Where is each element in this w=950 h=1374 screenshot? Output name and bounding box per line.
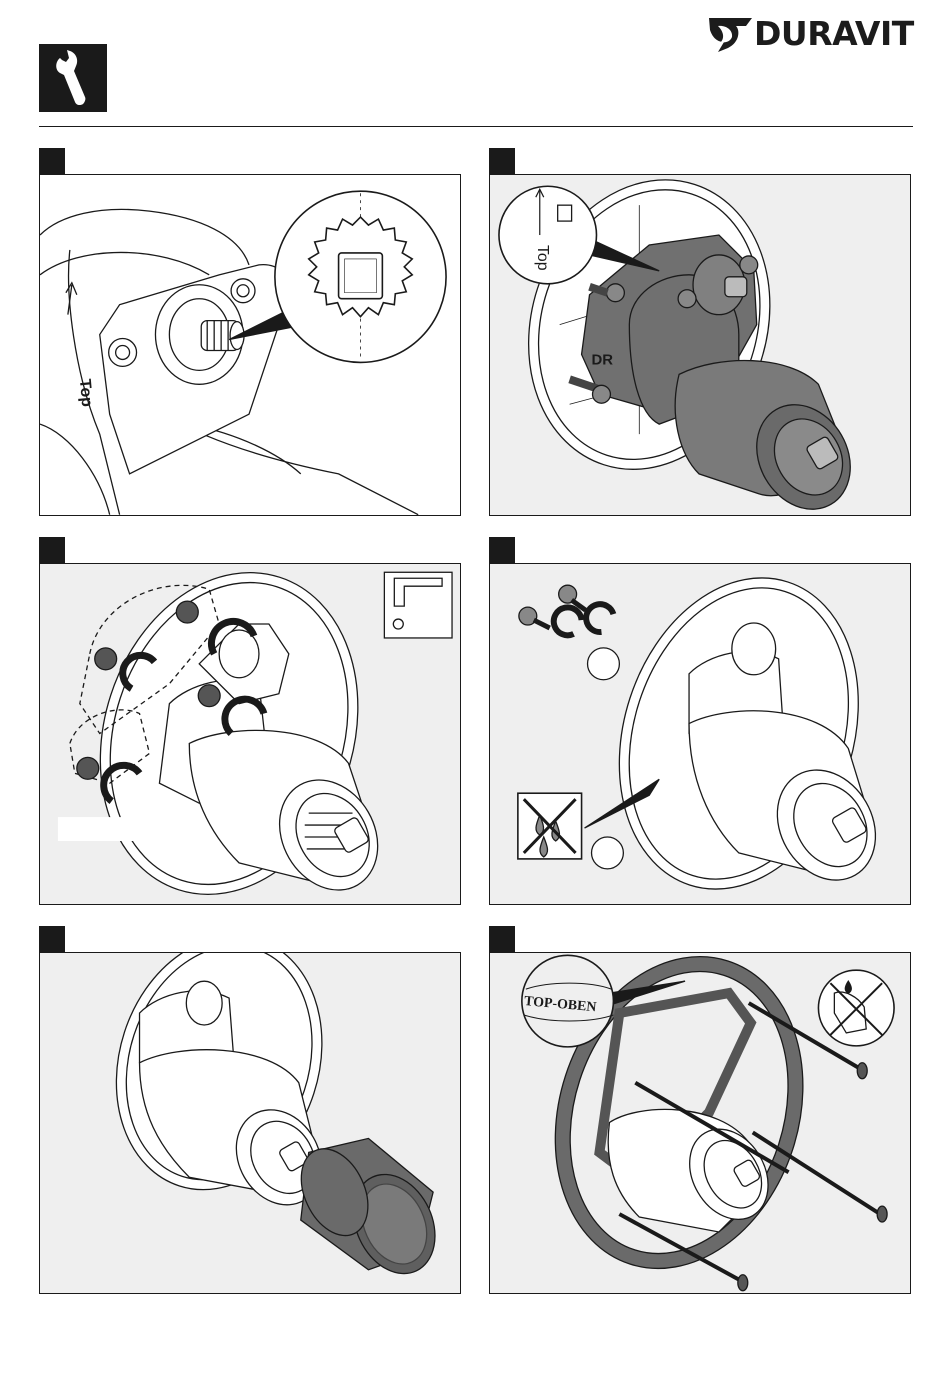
step-6-tab	[489, 926, 515, 952]
top-embossed-label: Top	[76, 378, 95, 408]
step-4-tab	[489, 537, 515, 563]
section-icon-box	[39, 44, 107, 112]
duravit-bird-icon	[706, 12, 754, 58]
step-4-panel	[489, 564, 911, 905]
step-5-tab	[39, 926, 65, 952]
step-6-illustration: TOP-OBEN	[490, 953, 910, 1293]
step-3-illustration	[40, 564, 460, 904]
step-2-tab	[489, 148, 515, 174]
top-callout-label: Top	[534, 245, 551, 271]
duravit-logo: DURAVIT	[706, 12, 916, 58]
step-1-tab	[39, 148, 65, 174]
brand-name: DURAVIT	[754, 14, 914, 54]
step-3-tab	[39, 537, 65, 563]
step-4-illustration	[490, 564, 910, 904]
step-6-panel: TOP-OBEN	[489, 953, 911, 1294]
step-5-illustration	[40, 953, 460, 1293]
step-1-panel: Top	[39, 175, 461, 516]
step-5-panel	[39, 953, 461, 1294]
step-2-panel: DR Top	[489, 175, 911, 516]
step-1-illustration: Top	[40, 175, 460, 515]
dr-marking: DR	[592, 351, 614, 368]
wrench-icon	[39, 44, 107, 112]
step-2-illustration: DR Top	[490, 175, 910, 515]
no-grease-icon	[818, 970, 894, 1046]
header-divider	[39, 126, 913, 127]
step-3-panel	[39, 564, 461, 905]
